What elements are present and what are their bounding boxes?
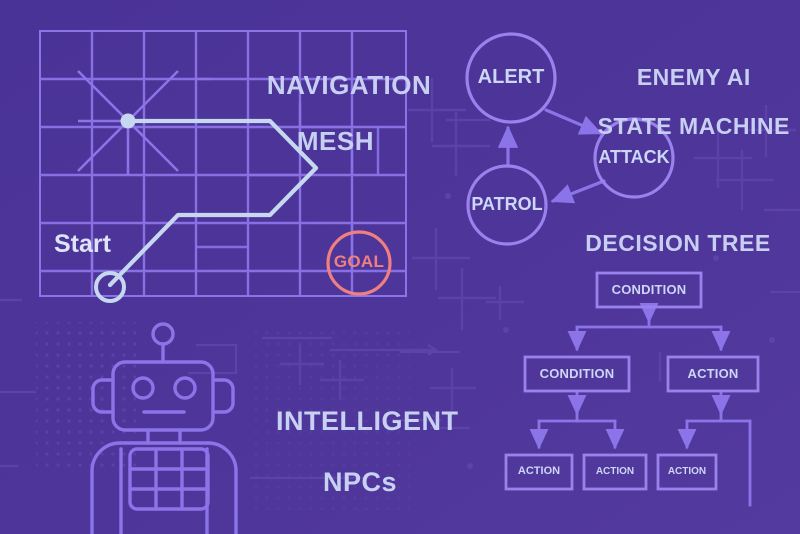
enemy-title-line1: ENEMY AI <box>636 63 751 90</box>
tree-node-root-box <box>595 271 703 309</box>
tree-node-l2-c-label: ACTION <box>667 466 707 477</box>
robot-ear-left <box>91 378 115 414</box>
cross-dots <box>445 193 775 469</box>
halftone-dots <box>36 322 136 472</box>
navigation-mesh-title: NAVIGATION MESH <box>236 43 431 183</box>
halftone-dots-2 <box>250 330 410 510</box>
tree-node-l2-b-box <box>582 453 648 491</box>
nav-title-line1: NAVIGATION <box>266 70 432 101</box>
agent-path <box>107 118 319 288</box>
enemy-ai-title: ENEMY AI STATE MACHINE <box>560 40 800 164</box>
npc-title-line2: NPCs <box>322 466 398 497</box>
start-label: Start <box>54 230 111 258</box>
goal-label: GOAL <box>333 252 385 271</box>
cross-marks <box>280 78 796 410</box>
robot-ear-right <box>211 378 235 414</box>
intelligent-npcs-title: INTELLIGENT NPCs <box>244 376 458 527</box>
nav-title-line2: MESH <box>296 126 375 157</box>
mesh-diagonals <box>77 70 179 175</box>
npc-title-line1: INTELLIGENT <box>276 406 459 437</box>
enemy-title-line2: STATE MACHINE <box>597 113 790 140</box>
tree-node-l1-left-label: CONDITION <box>539 366 615 381</box>
goal-circle <box>326 230 392 296</box>
circuit-arrow <box>380 344 443 426</box>
robot-eye-left <box>131 376 155 400</box>
robot-torso-grid <box>128 447 210 511</box>
decision-tree-title: DECISION TREE <box>585 230 771 256</box>
tree-node-l2-a-box <box>504 453 574 491</box>
mesh-frame <box>39 30 407 297</box>
transition-attack-to-patrol <box>550 179 606 204</box>
tree-node-l2-c-box <box>656 453 718 491</box>
state-label-attack: ATTACK <box>598 147 670 167</box>
tree-node-l1-left-box <box>523 355 631 393</box>
tree-node-root-label: CONDITION <box>611 282 687 297</box>
robot-neck <box>146 428 182 445</box>
state-alert-circle <box>465 32 557 124</box>
state-label-patrol: PATROL <box>471 194 543 214</box>
robot-eye-right <box>173 376 197 400</box>
robot-arm-right <box>206 441 238 534</box>
state-label-alert: ALERT <box>477 66 545 88</box>
tree-node-l1-right-label: ACTION <box>687 366 739 381</box>
state-attack-circle <box>593 117 675 199</box>
robot-arm-left <box>90 441 122 534</box>
tree-node-l2-a-label: ACTION <box>517 465 561 477</box>
robot-antenna-bulb <box>151 322 175 346</box>
transition-alert-to-attack <box>544 108 603 135</box>
mesh-grid <box>40 31 406 296</box>
tree-node-l1-right-box <box>666 355 760 393</box>
start-marker-circle <box>94 271 126 303</box>
robot-torso-grid-lines <box>128 447 210 511</box>
path-start-node <box>120 113 136 129</box>
tree-node-l2-b-label: ACTION <box>595 466 635 477</box>
robot-head <box>111 360 215 432</box>
mesh-extra-segments <box>90 77 380 271</box>
state-patrol-circle <box>466 164 548 246</box>
